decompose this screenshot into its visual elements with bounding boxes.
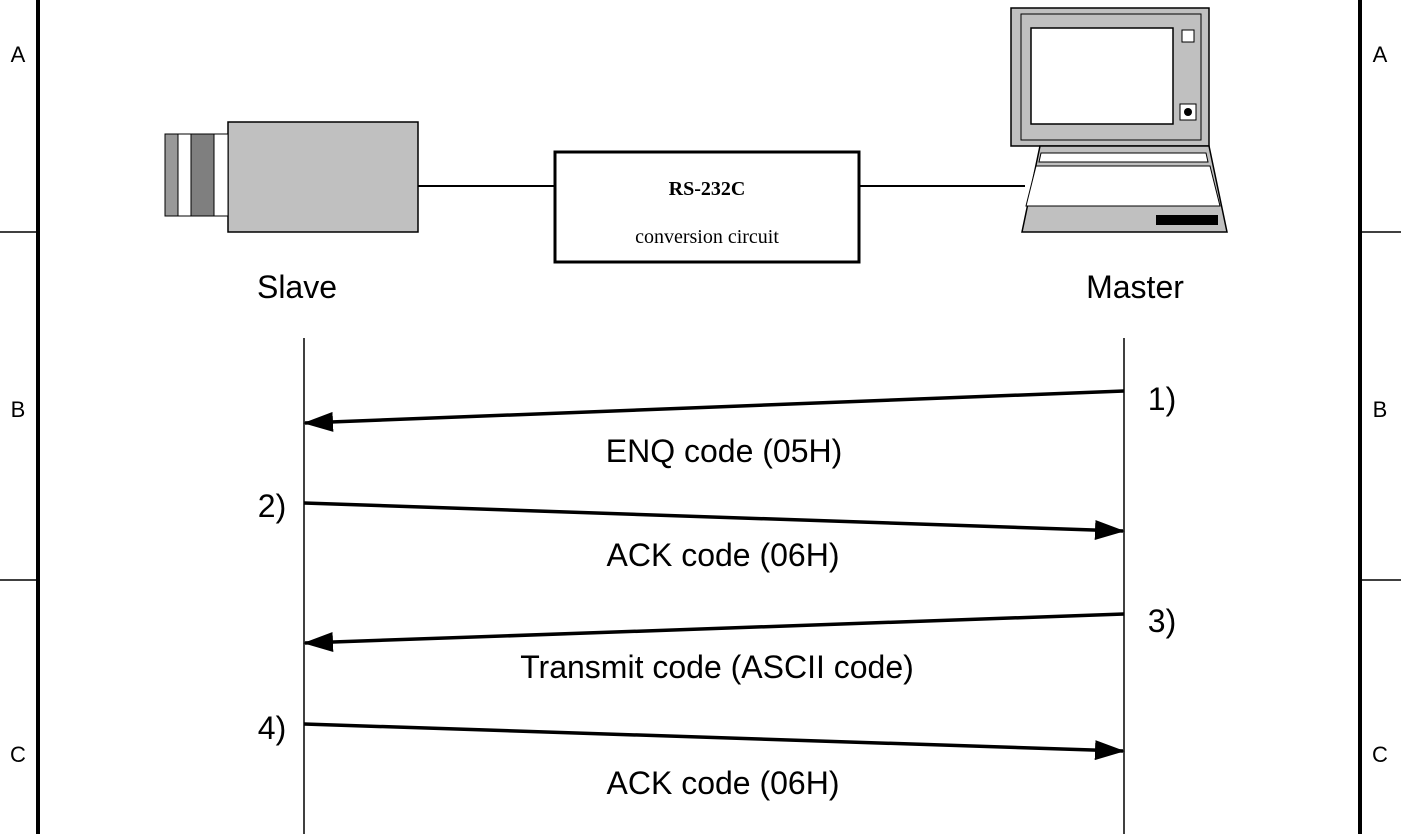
rs232c-converter-box: RS-232C conversion circuit — [553, 150, 861, 264]
step-2-number: 2) — [258, 488, 286, 524]
step-4-label: ACK code (06H) — [607, 765, 840, 801]
step-1-number: 1) — [1148, 381, 1176, 417]
master-label: Master — [1086, 269, 1184, 305]
step-3-number: 3) — [1148, 603, 1176, 639]
zone-label-left-b: B — [11, 397, 26, 422]
step-1-label: ENQ code (05H) — [606, 433, 843, 469]
zone-label-right-b: B — [1373, 397, 1388, 422]
step-2-label: ACK code (06H) — [607, 537, 840, 573]
step-2-arrow — [303, 501, 1125, 541]
sensor-device-icon — [164, 121, 419, 233]
zone-label-left-a: A — [11, 42, 26, 67]
laptop-computer-icon — [1010, 7, 1228, 233]
zone-label-right-c: C — [1372, 742, 1388, 767]
step-3-label: Transmit code (ASCII code) — [520, 649, 914, 685]
step-4-arrow — [303, 722, 1125, 761]
step-1-arrow — [303, 389, 1125, 432]
converter-title: RS-232C — [669, 178, 746, 200]
slave-label: Slave — [257, 269, 337, 305]
zone-label-left-c: C — [10, 742, 26, 767]
step-3-arrow — [303, 612, 1125, 653]
step-4-number: 4) — [258, 710, 286, 746]
converter-subtitle: conversion circuit — [635, 226, 779, 248]
zone-label-right-a: A — [1373, 42, 1388, 67]
